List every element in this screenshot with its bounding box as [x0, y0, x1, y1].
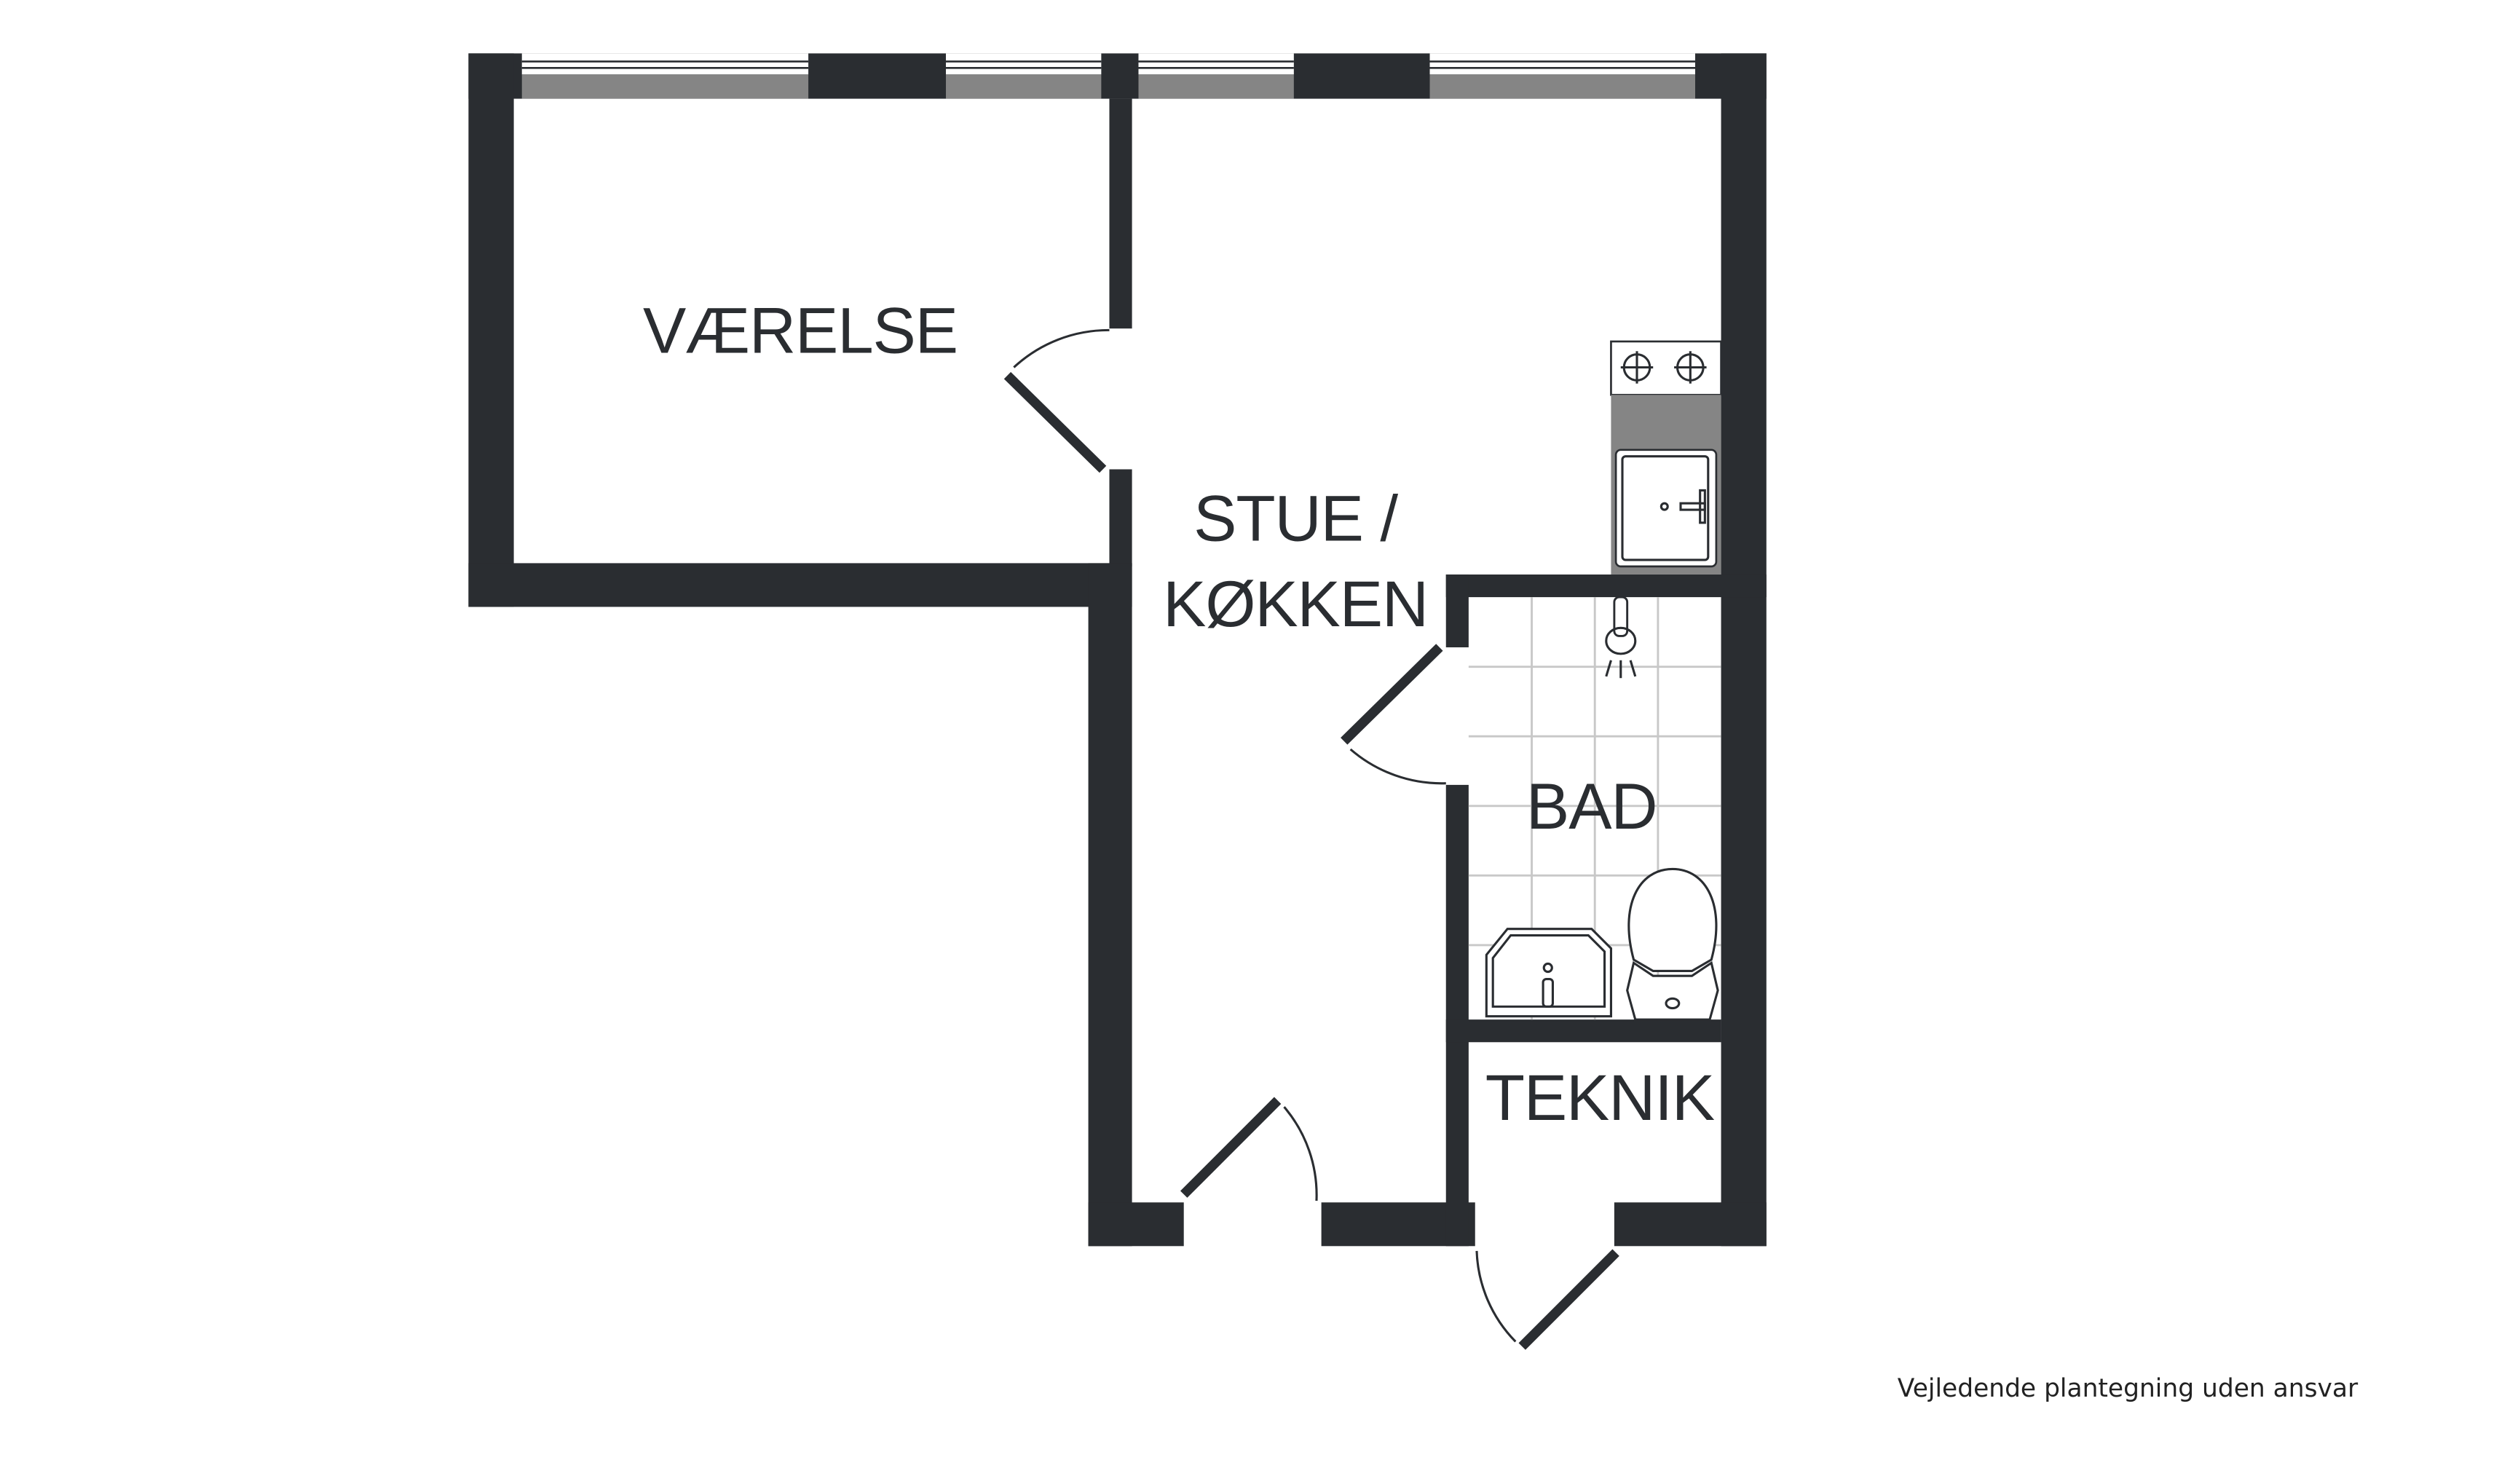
door-bad — [1341, 644, 1446, 785]
room-label-bad: BAD — [1526, 770, 1657, 842]
window — [521, 53, 809, 99]
doors — [1003, 328, 1619, 1350]
window — [1429, 53, 1696, 99]
room-label-stue: STUE / — [1193, 482, 1398, 554]
door-teknik — [1475, 1249, 1619, 1350]
toilet-icon — [1626, 867, 1719, 1021]
windows — [521, 53, 1696, 99]
room-label-koekken: KØKKEN — [1163, 568, 1428, 640]
washbasin-icon — [1485, 928, 1612, 1018]
window — [1138, 53, 1294, 99]
room-label-teknik: TEKNIK — [1485, 1062, 1715, 1134]
room-label-vaerelse: VÆRELSE — [643, 294, 958, 366]
window — [946, 53, 1102, 99]
kitchen-sink-icon — [1614, 449, 1718, 568]
door-vaerelse — [1003, 328, 1110, 473]
door-entrance — [1180, 1097, 1318, 1201]
disclaimer-text: Vejledende plantegning uden ansvar — [1898, 1374, 2359, 1403]
shower-icon — [1605, 596, 1637, 679]
stove-icon — [1610, 340, 1722, 396]
